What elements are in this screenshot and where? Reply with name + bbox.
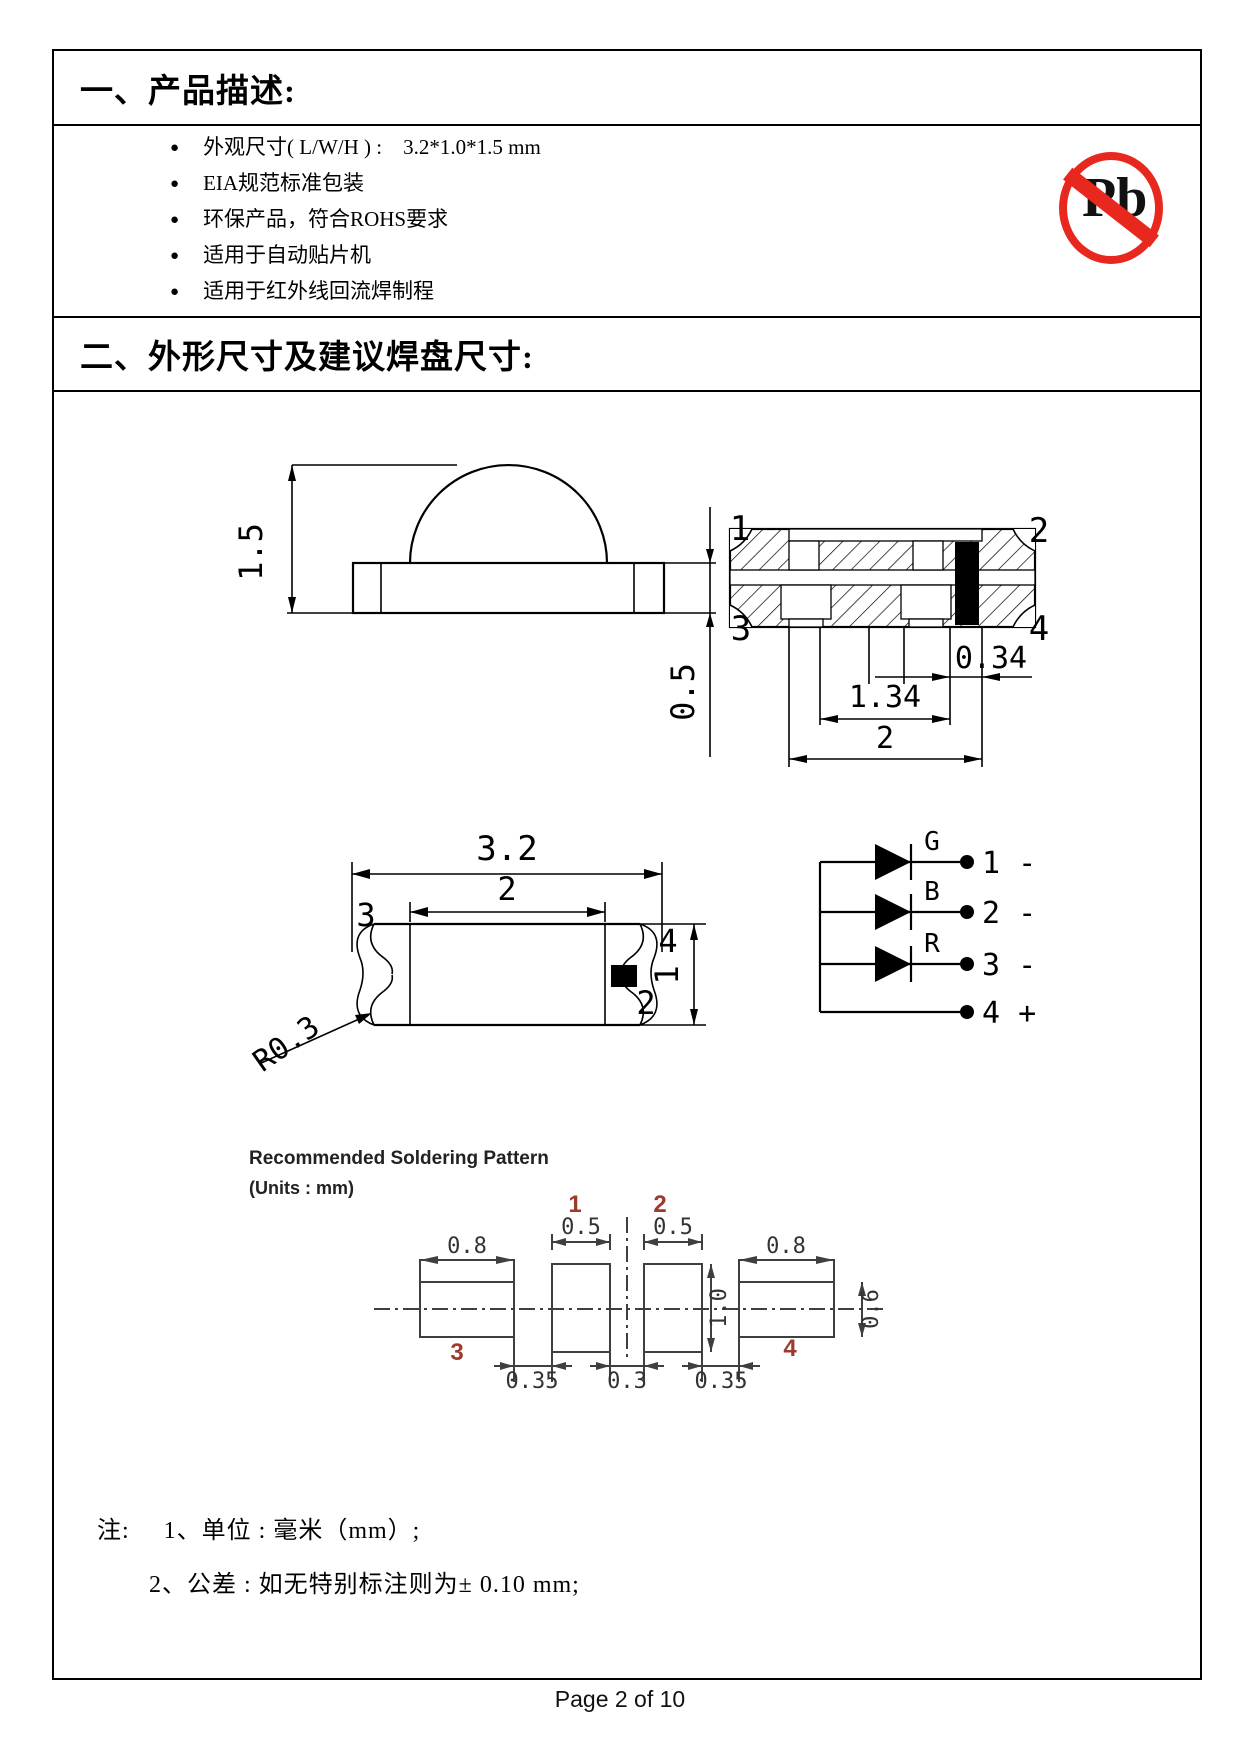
feature-text: 外观尺寸( L/W/H ) : 3.2*1.0*1.5 mm — [203, 135, 541, 159]
cross-section-drawing: 1 2 3 4 0.5 0.34 — [664, 507, 1049, 767]
feature-text: EIA规范标准包装 — [203, 171, 365, 195]
pad1-label: 1 — [568, 1191, 581, 1218]
dim-width: 1 — [648, 965, 686, 984]
list-item: ● EIA规范标准包装 — [170, 166, 541, 202]
list-item: ● 适用于自动贴片机 — [170, 238, 541, 274]
dim-outer-span: 2 — [876, 721, 894, 756]
note-text-1: 1、单位 : 毫米（mm）; — [163, 1518, 421, 1544]
page-footer: Page 2 of 10 — [0, 1686, 1240, 1713]
soldering-units: (Units : mm) — [249, 1178, 354, 1198]
bullet-icon: ● — [170, 284, 180, 300]
feature-text: 适用于红外线回流焊制程 — [203, 279, 435, 303]
content-border: 一、产品描述: ● 外观尺寸( L/W/H ) : 3.2*1.0*1.5 mm … — [52, 49, 1202, 1680]
circuit-pin4: 4 + — [982, 996, 1036, 1031]
bullet-icon: ● — [170, 140, 180, 156]
section2-header: 二、外形尺寸及建议焊盘尺寸: — [54, 318, 1200, 392]
side-view-drawing: 1.5 — [232, 463, 716, 615]
feature-text: 适用于自动贴片机 — [203, 243, 372, 267]
list-item: ● 适用于红外线回流焊制程 — [170, 274, 541, 310]
dim-gap-center: 0.3 — [607, 1369, 647, 1394]
dim-corner-radius: R0.3 — [247, 1009, 326, 1079]
list-item: ● 环保产品，符合ROHS要求 — [170, 202, 541, 238]
bullet-icon: ● — [170, 212, 180, 228]
dim-standoff: 0.5 — [664, 663, 702, 721]
pin4-label: 4 — [1029, 609, 1049, 649]
page-number: Page 2 of 10 — [554, 1686, 686, 1712]
note-text-2: 2、公差 : 如无特别标注则为± 0.10 mm; — [149, 1572, 580, 1598]
section1-body: ● 外观尺寸( L/W/H ) : 3.2*1.0*1.5 mm ● EIA规范标准… — [54, 126, 1200, 318]
feature-list: ● 外观尺寸( L/W/H ) : 3.2*1.0*1.5 mm ● EIA规范标准… — [170, 130, 541, 310]
circuit-diagram: G 1 - B 2 - R 3 - 4 + — [818, 827, 1036, 1031]
cathode-mark-top — [611, 965, 637, 987]
dim-height: 1.5 — [232, 523, 270, 581]
note-line-1: 注: 1、单位 : 毫米（mm）; — [97, 1510, 420, 1545]
pad3-label: 3 — [450, 1339, 463, 1366]
cathode-mark — [955, 542, 979, 625]
dim-inner-length: 2 — [497, 870, 516, 908]
pin4-dot — [960, 1005, 974, 1019]
soldering-title: Recommended Soldering Pattern — [249, 1148, 549, 1169]
diode-b-label: B — [924, 877, 940, 907]
pin2-label: 2 — [1029, 511, 1049, 551]
top-view-drawing: 3.2 2 — [247, 829, 706, 1079]
diode-r-label: R — [924, 929, 940, 959]
bullet-icon: ● — [170, 248, 180, 264]
section1-header: 一、产品描述: — [54, 51, 1200, 126]
dim-outer-pad-height: 0.6 — [859, 1289, 884, 1329]
note-line-2: 2、公差 : 如无特别标注则为± 0.10 mm; — [149, 1564, 580, 1599]
circuit-pin3: 3 - — [982, 948, 1036, 983]
circuit-pin1: 1 - — [982, 846, 1036, 881]
pin3-label-top: 3 — [356, 896, 375, 934]
dim-inner-pad-width-1: 0.5 — [561, 1215, 601, 1240]
pin2-dot — [960, 905, 974, 919]
dim-outer-pad-width-1: 0.8 — [447, 1234, 487, 1259]
dim-inner-span: 1.34 — [849, 680, 921, 715]
dim-inner-pad-height: 1.0 — [707, 1288, 732, 1328]
dim-mark-width: 0.34 — [955, 641, 1027, 676]
soldering-pattern: Recommended Soldering Pattern (Units : m… — [249, 1148, 884, 1394]
feature-text: 环保产品，符合ROHS要求 — [203, 207, 449, 231]
dim-inner-pad-width-2: 0.5 — [653, 1215, 693, 1240]
pin1-dot — [960, 855, 974, 869]
diode-g-label: G — [924, 827, 940, 857]
dim-gap-right: 0.35 — [695, 1369, 748, 1394]
pad2-label: 2 — [653, 1191, 666, 1218]
dim-gap-left: 0.35 — [506, 1369, 559, 1394]
circuit-pin2: 2 - — [982, 896, 1036, 931]
pin3-dot — [960, 957, 974, 971]
section1-title: 一、产品描述: — [80, 73, 296, 110]
section2-title: 二、外形尺寸及建议焊盘尺寸: — [80, 340, 534, 376]
pb-free-icon: Pb — [1059, 152, 1163, 264]
pin3-label: 3 — [731, 609, 751, 649]
section2-body: 1.5 — [54, 392, 1200, 1682]
pin1-label: 1 — [730, 509, 750, 549]
bullet-icon: ● — [170, 176, 180, 192]
pin2-label-top: 2 — [636, 984, 655, 1022]
note-prefix: 注: — [97, 1518, 130, 1544]
dim-outer-pad-width-2: 0.8 — [766, 1234, 806, 1259]
list-item: ● 外观尺寸( L/W/H ) : 3.2*1.0*1.5 mm — [170, 130, 541, 166]
pin4-label-top: 4 — [658, 922, 677, 960]
technical-drawing: 1.5 — [232, 463, 1049, 1394]
dim-length: 3.2 — [476, 829, 537, 869]
pad4-label: 4 — [783, 1335, 797, 1362]
